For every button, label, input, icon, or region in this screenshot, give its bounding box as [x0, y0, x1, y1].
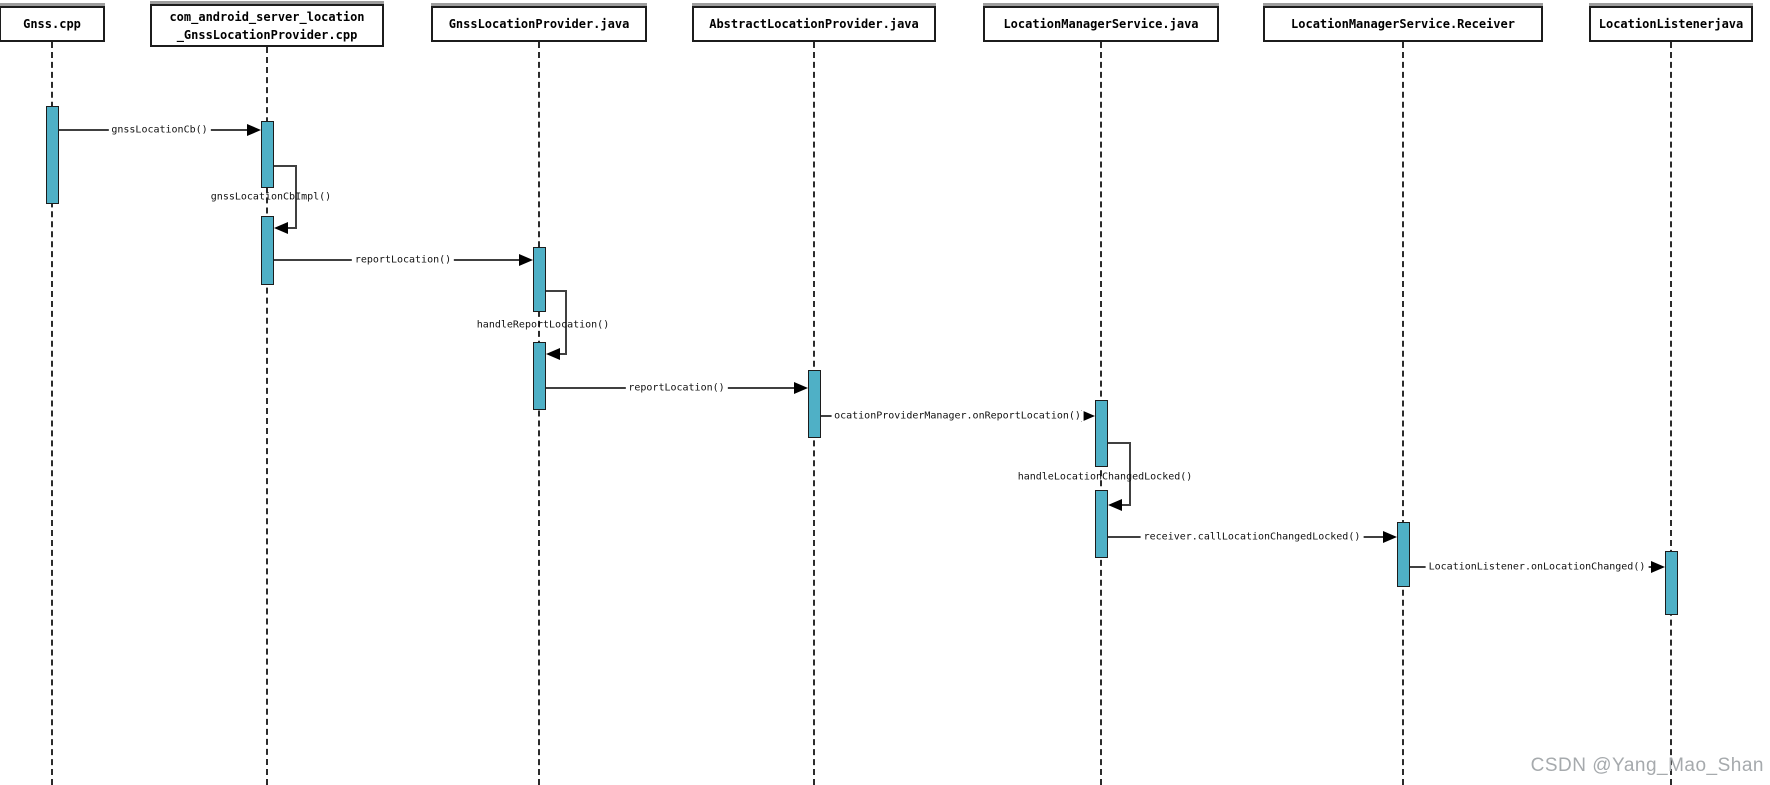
participant-label: LocationManagerService.java: [1003, 17, 1199, 31]
csdn-watermark: CSDN @Yang_Mao_Shan: [1530, 755, 1764, 776]
message-label: reportLocation(): [351, 254, 455, 266]
participant-label: LocationListenerjava: [1598, 17, 1744, 31]
message-arrowhead-right: [1650, 561, 1665, 573]
self-message-down-line: [1129, 442, 1131, 506]
participant-label: GnssLocationProvider.java: [448, 17, 630, 31]
self-message-return-line: [557, 353, 567, 355]
self-message-label: handleReportLocation(): [476, 319, 610, 331]
message-arrowhead-left: [1107, 499, 1122, 511]
self-message-out-line: [273, 165, 297, 167]
participant-location-manager-service-java: LocationManagerService.java: [983, 6, 1219, 42]
activation-bar-gnss-location-provider-cpp: [260, 121, 274, 188]
message-label: gnssLocationCb(): [108, 124, 211, 136]
self-message-label: gnssLocationCbImpl(): [210, 191, 332, 203]
activation-bar-abstract-location-provider-java: [807, 370, 821, 438]
activation-bar-gnss-location-provider-java: [532, 342, 546, 410]
message-label: receiver.callLocationChangedLocked(): [1140, 531, 1364, 543]
message-arrowhead-right: [246, 124, 261, 136]
message-label: LocationListener.onLocationChanged(): [1425, 561, 1649, 573]
lifeline-gnss-location-provider-java: [538, 42, 540, 785]
message-arrowhead-left: [273, 222, 288, 234]
lifeline-gnss-cpp: [51, 42, 53, 785]
activation-bar-location-listener-java: [1664, 551, 1678, 615]
participant-location-manager-service-receiver: LocationManagerService.Receiver: [1263, 6, 1543, 42]
message-arrowhead-right: [518, 254, 533, 266]
activation-bar-gnss-location-provider-java: [532, 247, 546, 312]
participant-label: _GnssLocationProvider.cpp: [176, 27, 358, 42]
participant-abstract-location-provider-java: AbstractLocationProvider.java: [692, 6, 936, 42]
participant-location-listener-java: LocationListenerjava: [1589, 6, 1753, 42]
message-arrowhead-right: [1080, 410, 1095, 422]
self-message-out-line: [1107, 442, 1131, 444]
message-label: reportLocation(): [625, 382, 728, 394]
activation-bar-gnss-cpp: [45, 106, 59, 204]
participant-gnss-location-provider-java: GnssLocationProvider.java: [431, 6, 647, 42]
activation-bar-location-manager-service-java: [1094, 490, 1108, 558]
lifeline-gnss-location-provider-cpp: [266, 47, 268, 785]
lifeline-location-manager-service-receiver: [1402, 42, 1404, 785]
message-arrowhead-left: [545, 348, 560, 360]
message-arrowhead-right: [793, 382, 808, 394]
message-arrowhead-right: [1382, 531, 1397, 543]
participant-label: com_android_server_location: [169, 9, 365, 24]
participant-label: AbstractLocationProvider.java: [709, 17, 919, 31]
self-message-down-line: [295, 165, 297, 229]
activation-bar-location-manager-service-java: [1094, 400, 1108, 467]
message-label: ocationProviderManager.onReportLocation(…: [831, 410, 1084, 422]
self-message-return-line: [285, 227, 297, 229]
self-message-return-line: [1119, 504, 1131, 506]
activation-bar-location-manager-service-receiver: [1396, 522, 1410, 587]
participant-gnss-location-provider-cpp: com_android_server_location _GnssLocation…: [150, 4, 384, 47]
participant-gnss-cpp: Gnss.cpp: [0, 6, 105, 42]
participant-label: Gnss.cpp: [23, 17, 81, 31]
self-message-label: handleLocationChangedLocked(): [1017, 471, 1193, 483]
activation-bar-gnss-location-provider-cpp: [260, 216, 274, 285]
lifeline-location-listener-java: [1670, 42, 1672, 785]
self-message-down-line: [565, 290, 567, 355]
self-message-out-line: [545, 290, 567, 292]
participant-label: LocationManagerService.Receiver: [1291, 17, 1515, 31]
